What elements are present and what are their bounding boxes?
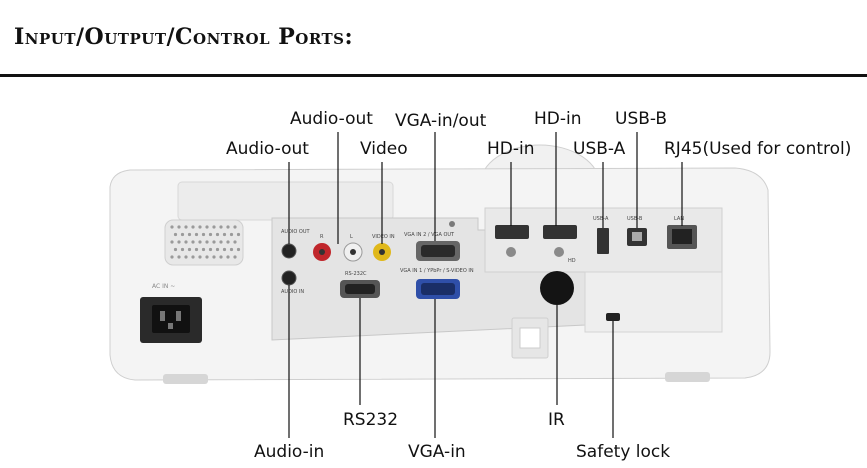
label-hd-in: HD-in <box>487 139 535 159</box>
hdmi-port-1 <box>495 225 529 239</box>
grille-hole <box>191 240 195 244</box>
grille-hole <box>236 247 241 252</box>
grille-hole <box>170 240 174 244</box>
grille-hole <box>205 240 209 244</box>
left-foot <box>163 374 208 384</box>
grille-hole <box>229 247 234 252</box>
label-usb-a: USB-A <box>573 139 626 159</box>
grille-hole <box>212 225 216 229</box>
grille-hole <box>226 255 230 259</box>
grille-hole <box>177 240 181 244</box>
grille-hole <box>187 232 192 237</box>
grille-hole <box>208 247 213 252</box>
label-hd-in-top: HD-in <box>534 109 582 129</box>
grille-hole <box>184 255 188 259</box>
r-text: R <box>320 234 324 240</box>
label-audio-out-top: Audio-out <box>290 109 373 129</box>
right-foot <box>665 372 710 382</box>
page-title: Input/Output/Control Ports: <box>14 24 354 50</box>
usb-b-port-text: USB-B <box>627 216 643 222</box>
leader-lines <box>288 132 683 438</box>
grille-hole <box>212 240 216 244</box>
safety-lock-slot <box>606 313 620 321</box>
video-in-text: VIDEO IN <box>372 234 395 240</box>
grille-hole <box>215 247 220 252</box>
label-safety-lock: Safety lock <box>576 442 671 462</box>
audio-in-jack <box>281 270 297 286</box>
grille-hole <box>198 240 202 244</box>
label-vga-in-out: VGA-in/out <box>395 111 487 131</box>
grille-hole <box>222 247 227 252</box>
grille-hole <box>180 247 185 252</box>
label-audio-in: Audio-in <box>254 442 325 462</box>
grille-hole <box>180 232 185 237</box>
usb-a-port-text: USB-A <box>593 216 609 222</box>
speaker-grille <box>164 219 244 266</box>
label-ir: IR <box>548 410 565 430</box>
ir-sensor <box>540 271 574 305</box>
grille-hole <box>173 232 178 237</box>
grille-hole <box>177 255 181 259</box>
label-video: Video <box>360 139 408 159</box>
grille-hole <box>212 255 216 259</box>
l-text: L <box>350 234 353 240</box>
grille-hole <box>177 225 181 229</box>
label-rj45: RJ45(Used for control) <box>664 139 852 159</box>
label-vga-in: VGA-in <box>408 442 466 462</box>
lan-text: LAN <box>674 216 684 222</box>
rs232c-text: RS-232C <box>345 271 367 277</box>
ac-in-text: AC IN ~ <box>152 283 175 290</box>
grille-hole <box>194 247 199 252</box>
audio-in-port-text: AUDIO IN <box>281 289 304 295</box>
grille-hole <box>219 255 223 259</box>
label-rs232: RS232 <box>343 410 399 430</box>
vga-in1-text: VGA IN 1 / YPbPr / S-VIDEO IN <box>400 268 474 274</box>
grille-hole <box>215 232 220 237</box>
grille-hole <box>201 232 206 237</box>
hdmi-port-2 <box>543 225 577 239</box>
grille-hole <box>222 232 227 237</box>
grille-hole <box>187 247 192 252</box>
audio-out-jack <box>281 243 297 259</box>
grille-hole <box>170 225 174 229</box>
grille-hole <box>236 232 241 237</box>
grille-hole <box>229 232 234 237</box>
grille-hole <box>191 225 195 229</box>
grille-hole <box>226 240 230 244</box>
grille-hole <box>205 225 209 229</box>
grille-hole <box>233 240 237 244</box>
grille-hole <box>170 255 174 259</box>
title-divider <box>0 74 867 77</box>
grille-hole <box>184 225 188 229</box>
grille-hole <box>233 225 237 229</box>
audio-out-port-text: AUDIO OUT <box>281 229 311 235</box>
grille-hole <box>208 232 213 237</box>
grille-hole <box>226 225 230 229</box>
grille-hole <box>219 240 223 244</box>
grille-hole <box>194 232 199 237</box>
grille-hole <box>191 255 195 259</box>
usb-a-port <box>597 228 609 254</box>
grille-hole <box>198 255 202 259</box>
grille-hole <box>173 247 178 252</box>
grille-hole <box>233 255 237 259</box>
hd-text: HD <box>568 258 576 264</box>
grille-hole <box>184 240 188 244</box>
label-audio-out: Audio-out <box>226 139 309 159</box>
vga-in2-out-text: VGA IN 2 / VGA OUT <box>404 232 455 238</box>
label-usb-b: USB-B <box>615 109 668 129</box>
grille-hole <box>198 225 202 229</box>
grille-hole <box>201 247 206 252</box>
grille-hole <box>219 225 223 229</box>
grille-hole <box>205 255 209 259</box>
